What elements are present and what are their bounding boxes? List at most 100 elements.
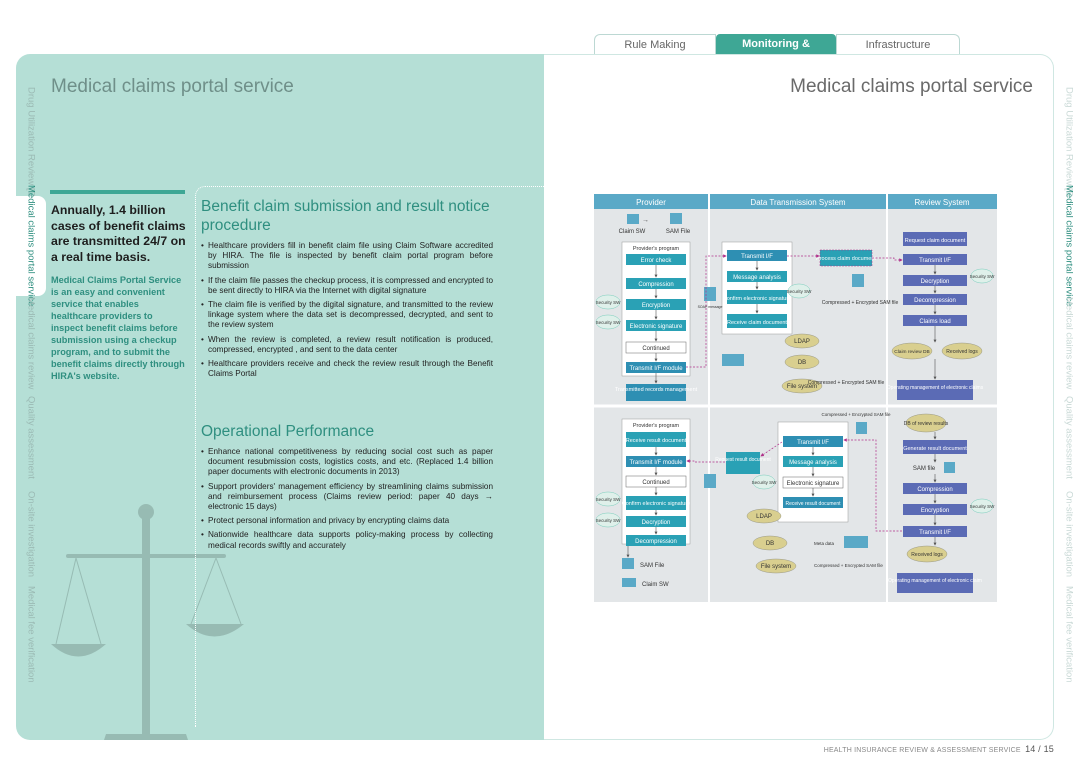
scales-of-justice-icon	[51, 504, 244, 740]
lead-description: Medical Claims Portal Service is an easy…	[51, 275, 185, 381]
header-provider: Provider	[636, 198, 666, 207]
providers-program-label: Provider's program	[633, 246, 680, 252]
review-encryption: Encryption	[921, 508, 949, 514]
dts-electronic-signature: Electronic signature	[787, 481, 840, 487]
list-item: When the review is completed, a review r…	[201, 335, 493, 355]
folder-icon	[622, 558, 634, 569]
db-review-results-node: DB of review results	[904, 421, 949, 427]
step-receive-result: Receive result document	[626, 438, 687, 444]
procedure-list: Healthcare providers fill in benefit cla…	[201, 241, 493, 383]
network-icon	[844, 536, 868, 548]
list-item: Healthcare providers receive and check t…	[201, 359, 493, 379]
side-tab-onsite[interactable]: On-site investigation	[16, 484, 46, 584]
dts-message-analysis: Message analysis	[789, 460, 837, 466]
side-tab-quality[interactable]: Quality assessment	[1054, 390, 1084, 484]
side-tab-label: Medical fee verification	[25, 585, 37, 683]
tab-infrastructure-management[interactable]: Infrastructure Management	[836, 34, 960, 71]
db-node: DB	[798, 360, 806, 366]
left-page-panel	[16, 54, 544, 740]
side-tab-claims-portal[interactable]: Medical claims portal service	[16, 185, 46, 307]
claim-sw-label: Claim SW	[642, 582, 669, 588]
computer-icon	[622, 578, 636, 587]
step-signature: Electronic signature	[630, 324, 683, 330]
side-tab-fee-verification[interactable]: Medical fee verification	[1054, 584, 1084, 684]
header-review: Review System	[914, 198, 969, 207]
dts-confirm-signature: Confirm electronic signature	[723, 296, 791, 302]
side-tab-label: Quality assessment	[25, 395, 37, 479]
side-tab-claims-portal[interactable]: Medical claims portal service	[1054, 185, 1084, 307]
claims-flow-diagram: Provider Data Transmission System Review…	[594, 194, 997, 602]
soap-label: SOAP message	[698, 305, 723, 309]
folder-icon	[670, 213, 682, 224]
security-sw-badge: Security SW	[787, 289, 813, 294]
side-tab-onsite[interactable]: On-site investigation	[1054, 484, 1084, 584]
ldap-node: LDAP	[756, 514, 772, 520]
side-tab-label: Medical claims portal service	[1063, 185, 1075, 307]
side-tab-claims-review[interactable]: Medical claims review	[16, 296, 46, 390]
security-sw-badge: Security SW	[596, 320, 622, 325]
footer-org: HEALTH INSURANCE REVIEW & ASSESSMENT SER…	[823, 747, 1021, 754]
side-tab-label: On-site investigation	[25, 490, 37, 578]
review-transmit-if: Transmit I/F	[919, 530, 951, 536]
step-continued: Continued	[642, 480, 669, 486]
security-sw-badge: Security SW	[596, 497, 622, 502]
received-logs-node: Received logs	[911, 552, 943, 558]
file-system-node: File system	[761, 564, 791, 570]
list-item: Healthcare providers fill in benefit cla…	[201, 241, 493, 272]
side-tab-label: Medical claims review	[1063, 296, 1075, 390]
file-system-node: File system	[787, 384, 817, 390]
side-tab-dur[interactable]: Drug Utilization Review [DUR]	[1054, 87, 1084, 214]
security-sw-badge: Security SW	[752, 480, 778, 485]
received-logs-node: Received logs	[946, 349, 978, 355]
step-transmit-if: Transmit I/F module	[629, 366, 683, 372]
soap-message-icon	[704, 287, 716, 301]
side-tab-dur[interactable]: Drug Utilization Review [DUR]	[16, 87, 46, 214]
review-transmit-if: Transmit I/F	[919, 258, 951, 264]
page-title: Medical claims portal service	[51, 76, 294, 97]
step-decompression: Decompression	[635, 539, 677, 545]
step-decryption: Decryption	[642, 520, 671, 526]
security-sw-badge: Security SW	[596, 300, 622, 305]
operating-management-label: Operating management of electronic claim	[888, 578, 982, 584]
page-number: 14 / 15	[1025, 744, 1054, 754]
step-continued: Continued	[642, 346, 669, 352]
page-footer: HEALTH INSURANCE REVIEW & ASSESSMENT SER…	[824, 744, 1054, 754]
side-tab-label: Medical claims portal service	[25, 185, 37, 307]
sam-file-label: SAM File	[640, 563, 665, 569]
dts-transmit-if: Transmit I/F	[797, 440, 829, 446]
list-item: Protect personal information and privacy…	[201, 516, 493, 526]
providers-program-label: Provider's program	[633, 423, 680, 429]
review-compression: Compression	[917, 487, 952, 493]
side-tab-label: Drug Utilization Review [DUR]	[25, 86, 37, 214]
list-item: Nationwide healthcare data supports poli…	[201, 530, 493, 550]
compressed-encrypted-label: Compressed + Encrypted SAM file	[814, 563, 883, 568]
network-icon	[722, 354, 744, 366]
process-claim-box: Process claim document	[816, 256, 876, 262]
side-tab-quality[interactable]: Quality assessment	[16, 390, 46, 484]
sam-file-label: SAM file	[913, 466, 936, 472]
compressed-encrypted-label: Compressed + Encrypted SAM file	[822, 300, 899, 306]
review-decryption: Decryption	[921, 279, 950, 285]
section-title-performance: Operational Performance	[201, 423, 375, 440]
security-sw-badge: Security SW	[970, 504, 996, 509]
step-confirm-signature: Confirm electronic signature	[622, 501, 690, 507]
db-node: DB	[766, 541, 774, 547]
side-tab-claims-review[interactable]: Medical claims review	[1054, 296, 1084, 390]
step-compression: Compression	[638, 282, 673, 288]
side-tab-label: Quality assessment	[1063, 395, 1075, 479]
side-tab-fee-verification[interactable]: Medical fee verification	[16, 584, 46, 684]
side-tab-label: On-site investigation	[1063, 490, 1075, 578]
step-error-check: Error check	[641, 258, 673, 264]
meta-data-label: Meta data	[814, 541, 835, 546]
dotted-border	[195, 186, 545, 727]
claim-sw-label: Claim SW	[619, 229, 646, 235]
request-result-box: Request result document	[715, 457, 771, 463]
operating-management-label: Operating management of electronic claim…	[887, 385, 984, 391]
tab-rule-making[interactable]: Rule Making	[594, 34, 716, 54]
tab-monitoring-feedback[interactable]: Monitoring & Feedback	[716, 34, 836, 70]
section-title-procedure: Benefit claim submission and result noti…	[201, 198, 490, 234]
step-transmit-if: Transmit I/F module	[629, 460, 683, 466]
side-tab-label: Drug Utilization Review [DUR]	[1063, 86, 1075, 214]
review-claims-load: Claims load	[919, 319, 950, 325]
page-title-right: Medical claims portal service	[790, 76, 1033, 97]
